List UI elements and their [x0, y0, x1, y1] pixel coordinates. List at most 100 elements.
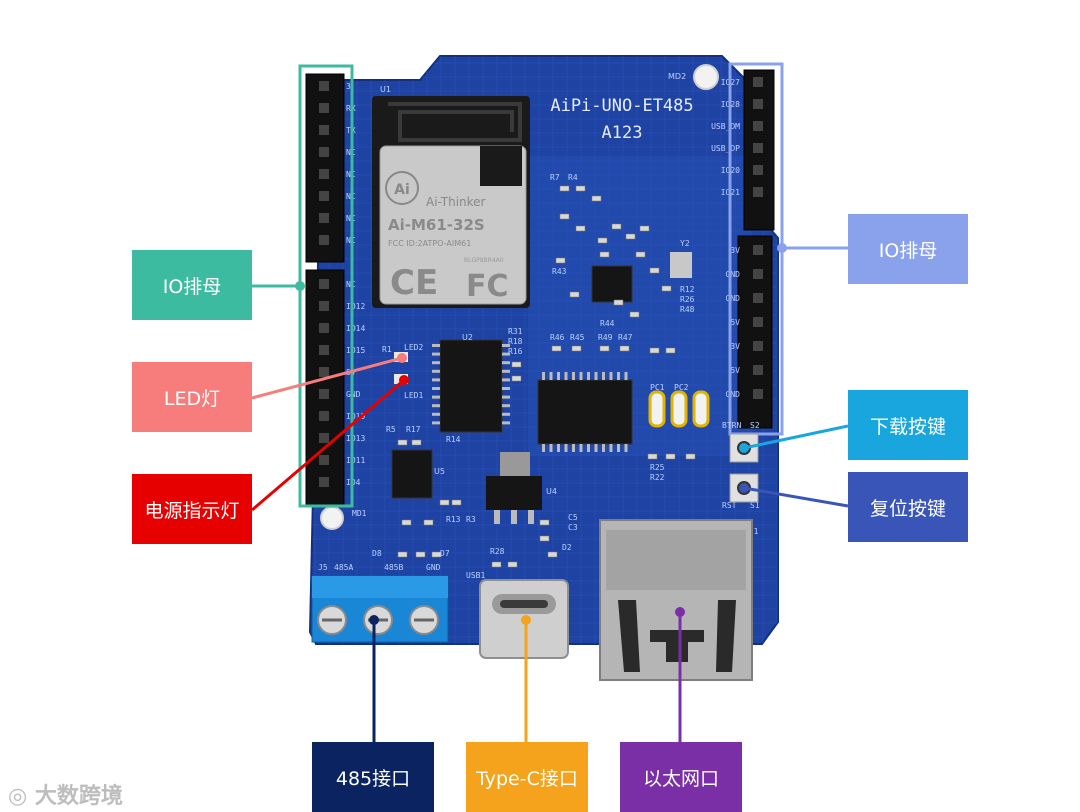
- svg-text:Y2: Y2: [680, 239, 690, 248]
- callout-typec: Type-C接口: [466, 742, 588, 812]
- svg-text:GND: GND: [426, 563, 441, 572]
- svg-text:485B: 485B: [384, 563, 403, 572]
- svg-text:LED1: LED1: [404, 391, 423, 400]
- svg-text:D7: D7: [440, 549, 450, 558]
- left-pin-label: IO12: [346, 302, 365, 311]
- svg-text:R28: R28: [490, 547, 505, 556]
- svg-text:R31: R31: [508, 327, 523, 336]
- svg-text:C3: C3: [568, 523, 578, 532]
- callout-io-right: IO排母: [848, 214, 968, 284]
- silk-labels: LED2 LED1 R1 R5 R17 R14 R31 R18 R16 R46 …: [318, 173, 760, 580]
- svg-text:R45: R45: [570, 333, 585, 342]
- right-pin-label: GND: [726, 390, 741, 399]
- svg-text:D2: D2: [562, 543, 572, 552]
- svg-text:S2: S2: [750, 421, 760, 430]
- left-pin-label: IO11: [346, 456, 365, 465]
- right-pin-label: 5V: [730, 366, 740, 375]
- svg-text:R7: R7: [550, 173, 560, 182]
- ic-small: [591, 265, 633, 303]
- right-io-header: IO27IO28USB_DMUSB_DPIO20IO213VGNDGND5V3V…: [711, 69, 775, 429]
- left-pin-label: 3: [346, 82, 351, 91]
- watermark: ◎ 大数跨境: [8, 778, 123, 810]
- right-pin-label: 5V: [730, 318, 740, 327]
- callout-reset-button: 复位按键: [848, 472, 968, 542]
- right-pin-label: GND: [726, 294, 741, 303]
- callout-lines: [251, 243, 849, 742]
- svg-text:R49: R49: [598, 333, 613, 342]
- svg-text:R43: R43: [552, 267, 567, 276]
- silk-md2: MD2: [668, 72, 686, 81]
- mounting-hole-bottom: [320, 506, 344, 530]
- svg-text:R18: R18: [508, 337, 523, 346]
- callout-led-text: LED灯: [163, 387, 221, 410]
- board-revision: A123: [602, 123, 643, 143]
- callout-io-left-text: IO排母: [162, 275, 222, 298]
- svg-text:S1: S1: [750, 501, 760, 510]
- svg-text:RST: RST: [722, 501, 737, 510]
- ce-mark-icon: CE: [390, 263, 438, 303]
- svg-text:LED2: LED2: [404, 343, 423, 352]
- right-pin-label: GND: [726, 270, 741, 279]
- callout-typec-text: Type-C接口: [476, 767, 578, 790]
- callout-rs485-text: 485接口: [335, 767, 411, 790]
- ethernet-controller-ic: [537, 372, 633, 452]
- svg-text:R4: R4: [568, 173, 578, 182]
- svg-text:R16: R16: [508, 347, 523, 356]
- crystal-y2: [670, 252, 692, 278]
- svg-text:C5: C5: [568, 513, 578, 522]
- svg-text:Ai: Ai: [394, 182, 410, 198]
- callout-download-button: 下载按键: [848, 390, 968, 460]
- callout-io-left: IO排母: [132, 250, 252, 320]
- rj45-ethernet-port: [599, 519, 753, 681]
- svg-text:R14: R14: [446, 435, 461, 444]
- svg-text:R3: R3: [466, 515, 476, 524]
- callout-led: LED灯: [132, 362, 252, 432]
- ai-m61-module: Ai Ai-Thinker Ai-M61-32S FCC ID:2ATPO-AI…: [372, 96, 530, 308]
- svg-text:R13: R13: [446, 515, 461, 524]
- right-pin-label: 3V: [730, 246, 740, 255]
- svg-text:R47: R47: [618, 333, 633, 342]
- board-title: AiPi-UNO-ET485: [550, 96, 693, 116]
- svg-text:PC1: PC1: [650, 383, 665, 392]
- svg-text:MD1: MD1: [352, 509, 367, 518]
- svg-text:D8: D8: [372, 549, 382, 558]
- svg-text:U2: U2: [462, 333, 473, 342]
- svg-text:U5: U5: [434, 467, 445, 476]
- regulator-u4: U4: [486, 452, 557, 524]
- watermark-text: 大数跨境: [34, 784, 123, 809]
- ai-logo-icon: [385, 171, 419, 205]
- callout-rs485: 485接口: [312, 742, 434, 812]
- left-pin-label: IO19: [346, 412, 365, 421]
- svg-text:R22: R22: [650, 473, 665, 482]
- svg-text:USB1: USB1: [466, 571, 485, 580]
- callout-reset-button-text: 复位按键: [869, 497, 946, 520]
- module-brand: Ai-Thinker: [426, 195, 486, 209]
- right-pin-label: USB_DP: [711, 144, 740, 153]
- svg-text:R25: R25: [650, 463, 665, 472]
- svg-text:R17: R17: [406, 425, 421, 434]
- svg-text:R5: R5: [386, 425, 396, 434]
- svg-text:BTRN: BTRN: [722, 421, 741, 430]
- svg-text:R48: R48: [680, 305, 695, 314]
- capacitors-pc: [648, 390, 710, 428]
- right-pin-label: 3V: [730, 342, 740, 351]
- module-lot: BLGP8BR4A0: [464, 257, 504, 264]
- module-name: Ai-M61-32S: [388, 216, 485, 234]
- svg-text:485A: 485A: [334, 563, 353, 572]
- callout-download-button-text: 下载按键: [869, 415, 946, 438]
- left-pin-label: IO13: [346, 434, 365, 443]
- callout-power-led-text: 电源指示灯: [144, 499, 240, 522]
- callout-ethernet: 以太网口: [620, 742, 742, 812]
- svg-text:R46: R46: [550, 333, 565, 342]
- right-pin-label: USB_DM: [711, 122, 740, 131]
- left-pin-label: IO14: [346, 324, 365, 333]
- callout-ethernet-text: 以太网口: [642, 767, 719, 790]
- svg-text:R12: R12: [680, 285, 695, 294]
- module-fcc-id: FCC ID:2ATPO-AIM61: [388, 239, 471, 248]
- callout-io-right-text: IO排母: [878, 239, 938, 262]
- svg-text:R44: R44: [600, 319, 615, 328]
- rs485-terminal-block: [311, 575, 449, 643]
- ic-u5: U5: [391, 449, 445, 499]
- svg-text:R1: R1: [382, 345, 392, 354]
